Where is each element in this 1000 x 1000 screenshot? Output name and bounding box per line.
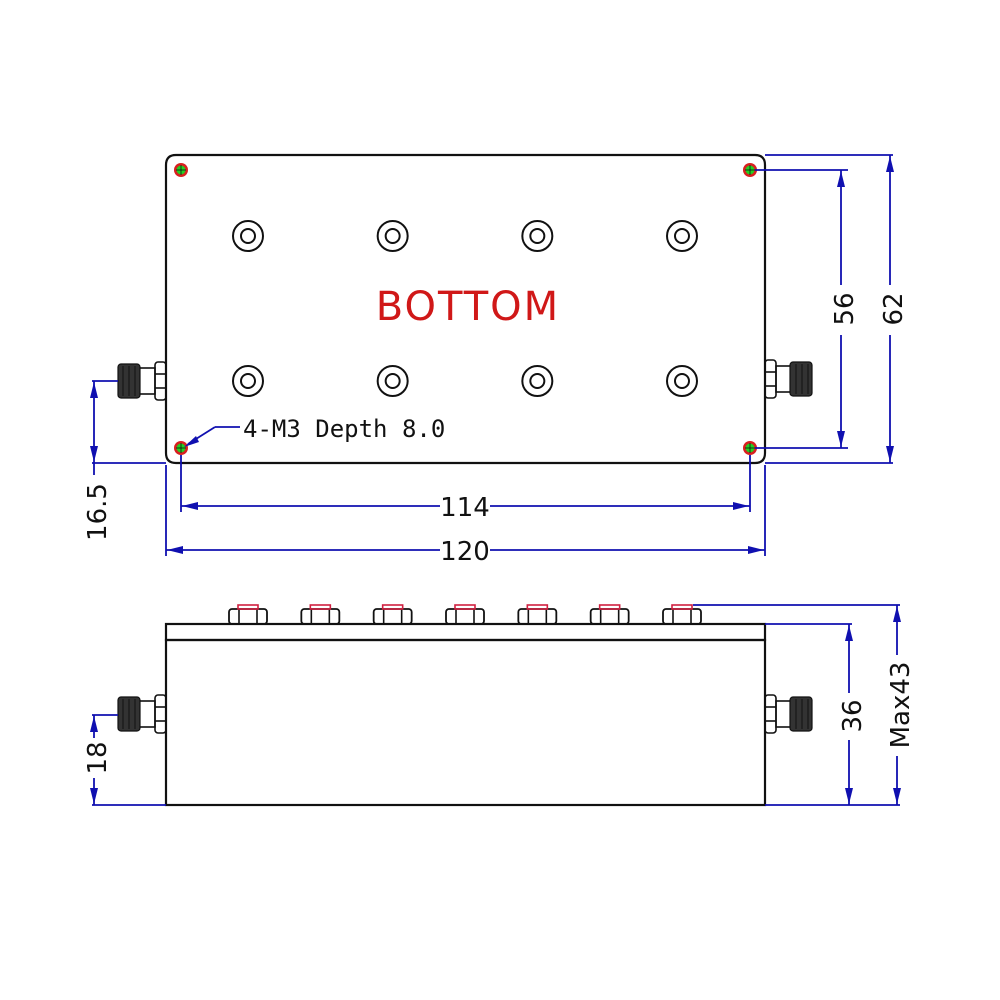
- tuning-nut-row: [228, 604, 702, 625]
- dimension-max43: [693, 604, 901, 805]
- dimension-62: [765, 154, 894, 464]
- mount-hole: [743, 441, 757, 455]
- tuning-nut: [445, 604, 485, 625]
- tuning-nut: [662, 604, 702, 625]
- hole-note-leader: [184, 426, 240, 447]
- side-view-lid: [164, 622, 767, 642]
- sma-connector-left-side: [117, 694, 167, 734]
- dimension-label-120: 120: [440, 537, 490, 567]
- side-view-body: [164, 638, 767, 807]
- mount-hole: [174, 163, 188, 177]
- dimension-120: [165, 465, 766, 556]
- dimension-label-18: 18: [83, 741, 113, 774]
- dimension-56: [755, 169, 848, 449]
- tuning-nut: [589, 604, 630, 625]
- dimension-label-16-5: 16.5: [83, 483, 113, 541]
- dimension-16-5: [90, 380, 166, 475]
- tuning-screw: [666, 220, 698, 252]
- mount-hole: [174, 441, 188, 455]
- dimension-36: [765, 623, 900, 806]
- hole-note: 4-M3 Depth 8.0: [243, 415, 445, 443]
- dimension-label-62: 62: [879, 292, 909, 325]
- sma-connector-right-side: [764, 694, 813, 734]
- tuning-nut: [372, 604, 413, 625]
- sma-connector-right: [764, 359, 813, 399]
- dimension-18: [90, 714, 166, 806]
- sma-connector-left: [117, 361, 167, 401]
- view-label-bottom: BOTTOM: [376, 284, 560, 330]
- dimension-label-36: 36: [838, 699, 868, 732]
- dimension-114: [180, 455, 751, 512]
- tuning-nut: [517, 604, 558, 625]
- tuning-screw: [232, 220, 264, 252]
- tuning-screw: [376, 220, 409, 252]
- tuning-screw: [521, 220, 554, 252]
- tuning-screw: [666, 365, 698, 397]
- top-view: BOTTOM 4-M3 Depth 8.0: [83, 153, 909, 567]
- tuning-screw: [232, 365, 264, 397]
- tuning-nut: [228, 604, 268, 625]
- mount-hole: [743, 163, 757, 177]
- tuning-screw-grid: [232, 220, 698, 397]
- dimension-label-max43: Max43: [886, 662, 916, 749]
- tuning-screw: [521, 365, 554, 397]
- dimension-label-56: 56: [830, 292, 860, 325]
- tuning-nut: [300, 604, 341, 625]
- tuning-screw: [376, 365, 409, 397]
- dimension-label-114: 114: [440, 493, 490, 523]
- side-view: 18 36 Max43: [83, 604, 916, 807]
- top-view-body-outline: [164, 153, 767, 465]
